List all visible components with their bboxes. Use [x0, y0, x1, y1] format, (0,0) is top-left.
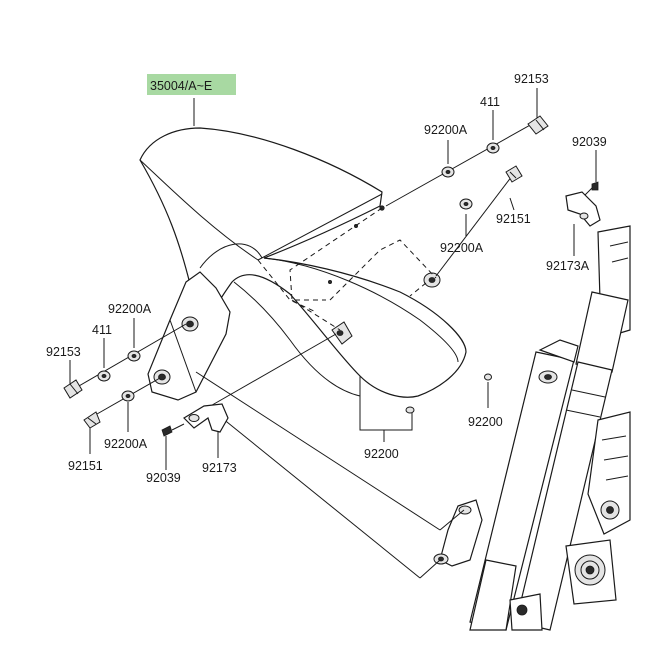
label-bracket-left: 92173: [202, 461, 237, 475]
bolt-92153-tr: [527, 115, 549, 135]
hardware-left: [63, 350, 229, 437]
label-bolt-left: 92153: [46, 345, 81, 359]
bolt-92151-tr: [505, 165, 523, 183]
leader-lines: [69, 88, 597, 579]
label-bolt-mid-r: 92151: [496, 212, 531, 226]
label-nut-center: 92200: [364, 447, 399, 461]
fender-label-highlight: [147, 74, 236, 95]
bracket-92173: [183, 403, 229, 433]
label-washer-a-left-lower: 92200A: [104, 437, 148, 451]
label-clip-tr: 92039: [572, 135, 607, 149]
part-labels: 35004/A~E 92153 411 92200A 92039 92151 9…: [46, 72, 607, 485]
clip-92039-tr: [591, 181, 599, 191]
label-fender: 35004/A~E: [150, 79, 212, 93]
caliper-bracket: [587, 411, 631, 535]
bolt-92151-left: [83, 411, 101, 429]
label-bolt-tr: 92153: [514, 72, 549, 86]
label-bolt-left-lower: 92151: [68, 459, 103, 473]
hardware-top-right: [441, 115, 601, 227]
nut-92200-center: [405, 406, 415, 414]
fork-tube: [515, 361, 613, 631]
fork-tube-upper: [575, 291, 629, 373]
label-washer-a-tr: 92200A: [424, 123, 468, 137]
label-bracket-r: 92173A: [546, 259, 590, 273]
label-washer-411-tr: 411: [480, 95, 500, 109]
bolt-92153-left: [63, 379, 83, 399]
label-washer-411-left: 411: [92, 323, 112, 337]
bracket-92173a: [565, 191, 601, 227]
fork-mount-tab: [439, 499, 483, 567]
hidden-assembly-lines: [257, 207, 437, 331]
label-washer-a-left: 92200A: [108, 302, 152, 316]
clip-92039-left: [161, 425, 173, 437]
label-nut-right: 92200: [468, 415, 503, 429]
label-clip-left: 92039: [146, 471, 181, 485]
nut-92200-right: [484, 373, 492, 381]
front-fork-assembly: [433, 225, 631, 631]
front-fender: [139, 127, 467, 413]
label-washer-a-mid-r: 92200A: [440, 241, 484, 255]
fender-ridge: [139, 159, 259, 261]
